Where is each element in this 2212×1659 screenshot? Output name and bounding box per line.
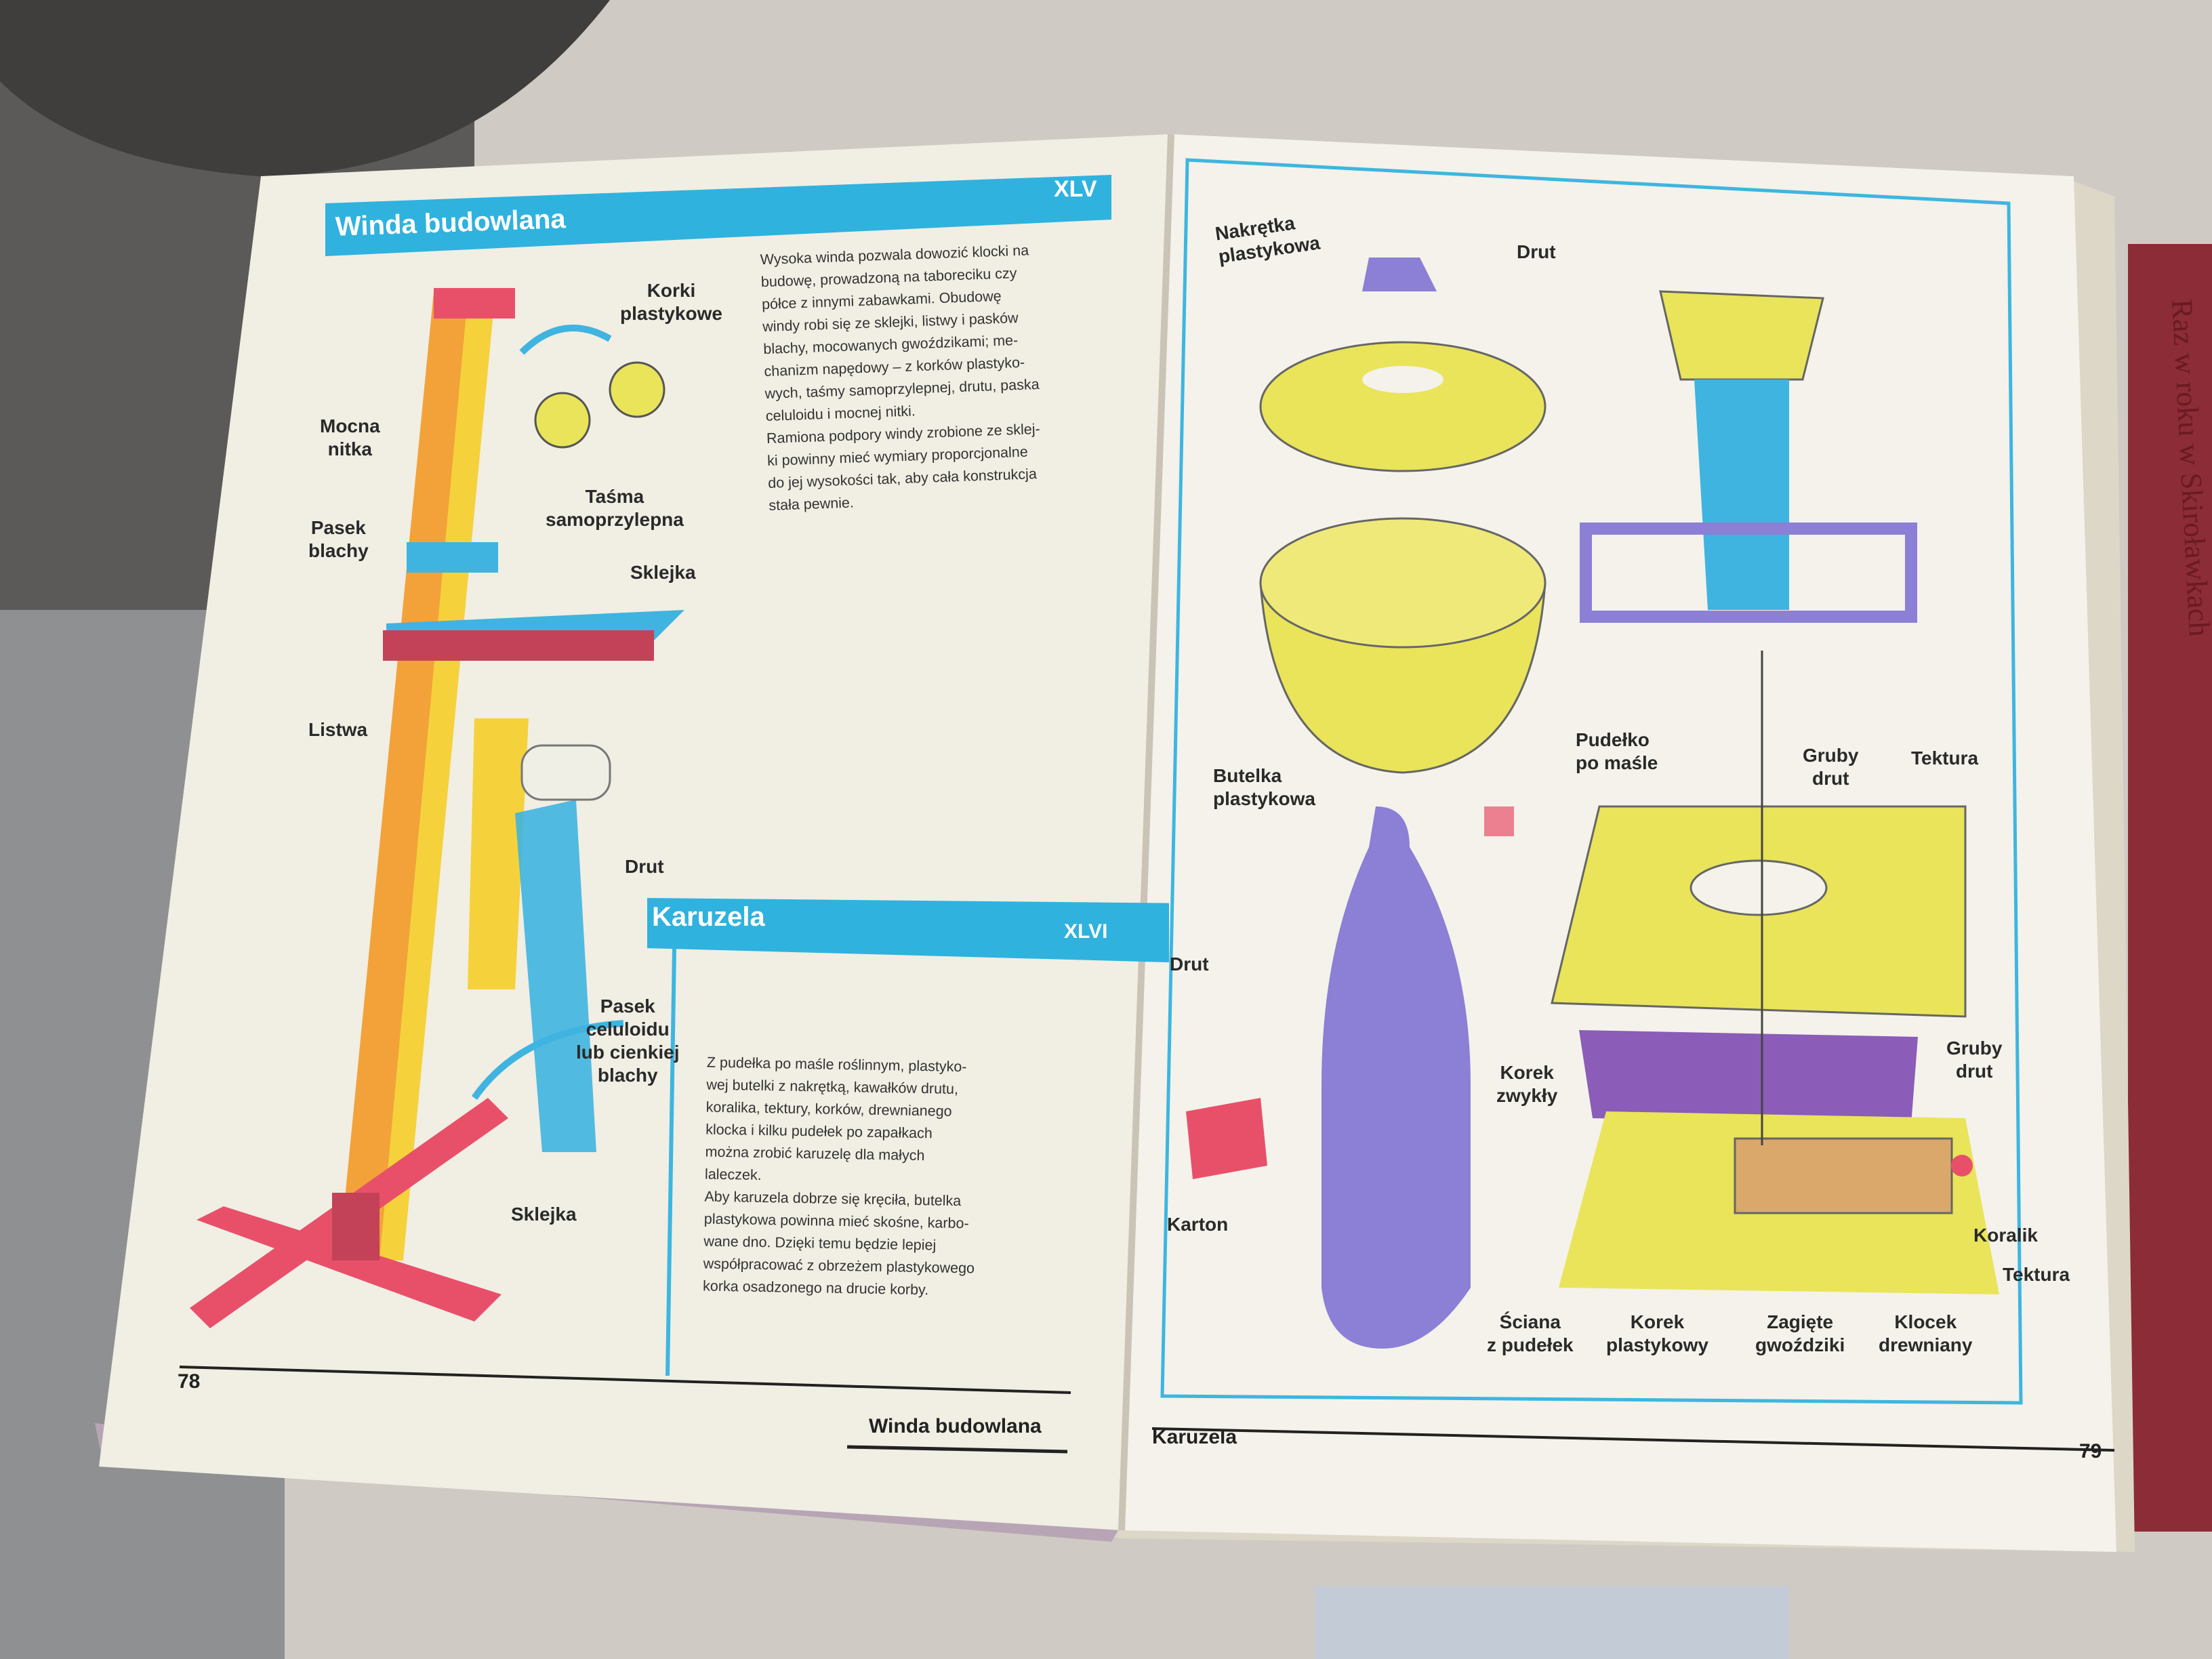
label-tektura-top: Tektura bbox=[1911, 747, 1979, 769]
subsection-title: Karuzela bbox=[652, 902, 765, 932]
label-mocna-nitka: Mocna nitka bbox=[320, 415, 380, 459]
karuzela-description: Z pudełka po maśle roślinnym, plastyko- … bbox=[702, 1054, 975, 1298]
page-number-right: 79 bbox=[2079, 1440, 2102, 1462]
side-book-spine bbox=[2128, 244, 2212, 1532]
right-page-frame bbox=[1160, 158, 2023, 1405]
book-below bbox=[1315, 1586, 1789, 1659]
section-number: XLV bbox=[1054, 176, 1097, 202]
cushion-shadow bbox=[0, 0, 610, 176]
right-footer-rule bbox=[1151, 1427, 2115, 1452]
left-footer-rule-2 bbox=[846, 1445, 1068, 1454]
label-zagiete: Zagięte gwoździki bbox=[1755, 1311, 1845, 1355]
section-title: Winda budowlana bbox=[335, 204, 567, 242]
label-pasek-celuloidu: Pasek celuloidu lub cienkiej blachy bbox=[576, 996, 680, 1086]
subsection-number: XLVI bbox=[1064, 920, 1108, 943]
karuzela-illustration bbox=[1186, 258, 1999, 1349]
karuzela-rule bbox=[665, 948, 676, 1376]
label-drut: Drut bbox=[625, 856, 664, 877]
left-footer-rule bbox=[179, 1366, 1071, 1394]
label-sklejka-top: Sklejka bbox=[630, 562, 696, 583]
label-listwa: Listwa bbox=[308, 719, 368, 740]
page-number-left: 78 bbox=[178, 1370, 201, 1393]
label-tasma: Taśma samoprzylepna bbox=[546, 486, 684, 530]
label-koralik: Koralik bbox=[1973, 1225, 2038, 1246]
label-drut-left: Drut bbox=[1170, 954, 1209, 975]
label-karton: Karton bbox=[1167, 1214, 1229, 1235]
label-pudelko: Pudełko po maśle bbox=[1576, 729, 1658, 773]
winda-illustration bbox=[190, 288, 684, 1328]
label-korki: Korki plastykowe bbox=[620, 280, 722, 324]
label-drut-top: Drut bbox=[1517, 241, 1556, 262]
winda-description: Wysoka winda pozwala dowozić klocki na b… bbox=[760, 242, 1041, 514]
label-korek-zwykly: Korek zwykły bbox=[1496, 1062, 1558, 1106]
label-tektura-bottom: Tektura bbox=[2003, 1264, 2070, 1285]
label-sklejka-bottom: Sklejka bbox=[511, 1204, 577, 1225]
footer-right: Karuzela bbox=[1152, 1426, 1237, 1448]
spine-gutter bbox=[1118, 134, 1174, 1531]
label-korek-plastykowy: Korek plastykowy bbox=[1606, 1311, 1708, 1355]
label-gruby-drut-2: Gruby drut bbox=[1946, 1038, 2003, 1082]
footer-left: Winda budowlana bbox=[869, 1415, 1042, 1437]
label-gruby-drut-1: Gruby drut bbox=[1803, 745, 1859, 789]
label-klocek: Klocek drewniany bbox=[1879, 1311, 1973, 1355]
label-sciana: Ściana z pudełek bbox=[1487, 1311, 1574, 1355]
label-butelka: Butelka plastykowa bbox=[1213, 765, 1315, 809]
label-pasek-blachy: Pasek blachy bbox=[308, 517, 369, 561]
